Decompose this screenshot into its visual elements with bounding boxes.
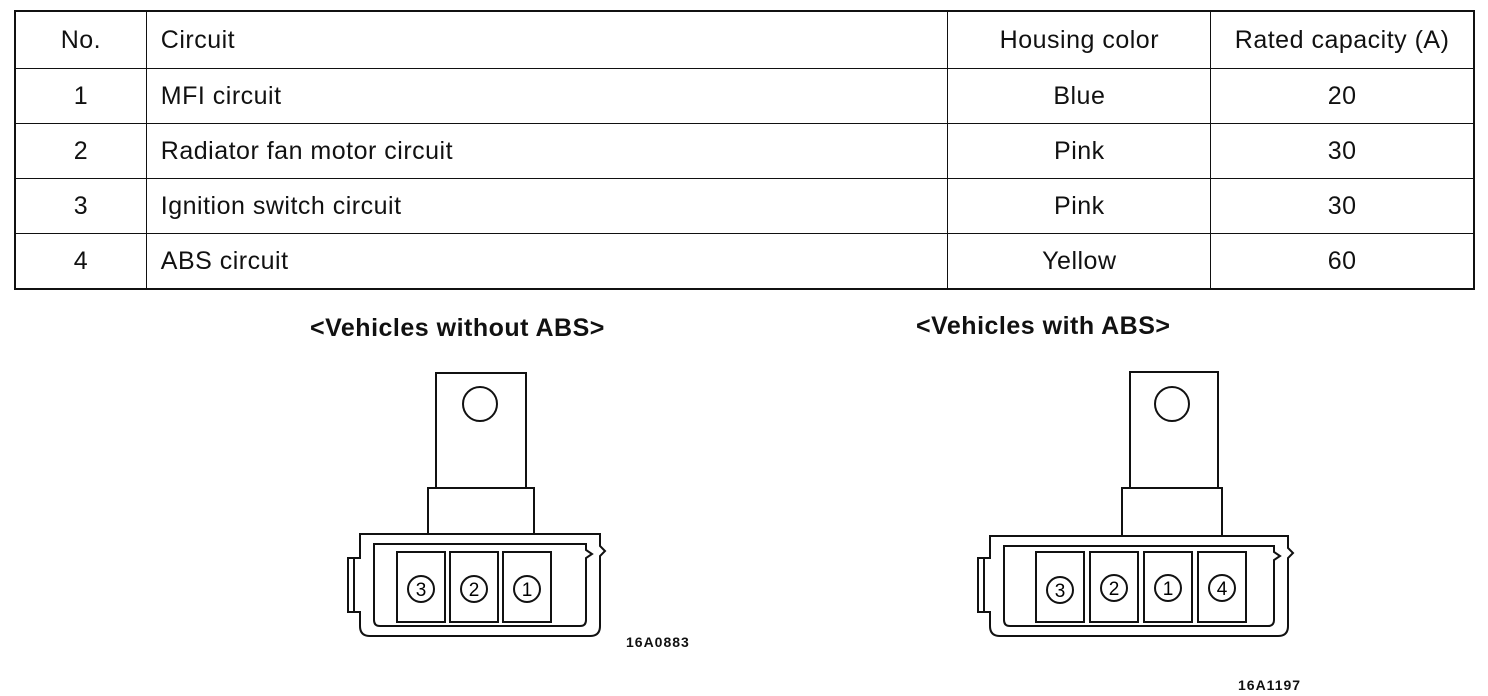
fuse-slot [1143, 551, 1193, 623]
header-circuit: Circuit [145, 10, 949, 69]
table-row: 2 Radiator fan motor circuit Pink 30 [14, 123, 1475, 179]
cell-housing-color: Pink [947, 178, 1212, 234]
connector-neck [427, 487, 535, 535]
cell-no: 3 [14, 178, 147, 234]
connector-housing-inner [1003, 545, 1282, 627]
connector-housing-inner [373, 543, 594, 627]
cell-no: 2 [14, 123, 147, 179]
fuse-number-circle [407, 575, 435, 603]
cell-rated-capacity: 30 [1210, 178, 1475, 234]
cell-no: 1 [14, 68, 147, 124]
cell-housing-color: Pink [947, 123, 1212, 179]
connector-diagram-without-abs: 3 2 1 [347, 372, 607, 637]
fuse-number-circle [1100, 574, 1128, 602]
cell-housing-color: Blue [947, 68, 1212, 124]
table-header-row: No. Circuit Housing color Rated capacity… [14, 10, 1475, 69]
fuse-slot [502, 551, 552, 623]
fuse-number-circle [1046, 576, 1074, 604]
figure-code-with-abs: 16A1197 [1238, 677, 1302, 693]
fuse-label: 1 [1163, 579, 1174, 600]
cell-circuit: ABS circuit [145, 233, 949, 290]
header-housing-color: Housing color [947, 10, 1212, 69]
fuse-label: 1 [522, 580, 533, 601]
table-row: 4 ABS circuit Yellow 60 [14, 233, 1475, 290]
cell-housing-color: Yellow [947, 233, 1212, 290]
table-row: 3 Ignition switch circuit Pink 30 [14, 178, 1475, 234]
diagram-title-without-abs: <Vehicles without ABS> [310, 314, 605, 342]
fuse-slot [1197, 551, 1247, 623]
fuse-slot [449, 551, 499, 623]
fuse-number-circle [513, 575, 541, 603]
connector-neck [1121, 487, 1223, 537]
fusible-link-table: No. Circuit Housing color Rated capacity… [14, 10, 1475, 290]
connector-diagram-with-abs: 3 2 1 4 [977, 371, 1295, 637]
fuse-number-circle [1154, 574, 1182, 602]
fuse-label: 2 [1109, 579, 1120, 600]
bracket-tab [435, 372, 527, 494]
fuse-label: 2 [469, 580, 480, 601]
fuse-number-circle [1208, 574, 1236, 602]
cell-rated-capacity: 20 [1210, 68, 1475, 124]
cell-no: 4 [14, 233, 147, 290]
cell-rated-capacity: 60 [1210, 233, 1475, 290]
connector-housing [977, 535, 1295, 637]
table-row: 1 MFI circuit Blue 20 [14, 68, 1475, 124]
header-rated-capacity: Rated capacity (A) [1210, 10, 1475, 69]
mounting-hole [462, 386, 498, 422]
fuse-label: 4 [1217, 579, 1228, 600]
cell-rated-capacity: 30 [1210, 123, 1475, 179]
fuse-slot [1035, 551, 1085, 623]
connector-housing [347, 533, 607, 637]
cell-circuit: Radiator fan motor circuit [145, 123, 949, 179]
fuse-label: 3 [1055, 581, 1066, 602]
diagram-title-with-abs: <Vehicles with ABS> [916, 312, 1171, 340]
fuse-slot [396, 551, 446, 623]
bracket-tab [1129, 371, 1219, 495]
fuse-slot [1089, 551, 1139, 623]
figure-code-without-abs: 16A0883 [626, 634, 690, 650]
mounting-hole [1154, 386, 1190, 422]
cell-circuit: Ignition switch circuit [145, 178, 949, 234]
fuse-label: 3 [416, 580, 427, 601]
fuse-number-circle [460, 575, 488, 603]
cell-circuit: MFI circuit [145, 68, 949, 124]
header-no: No. [14, 10, 147, 69]
